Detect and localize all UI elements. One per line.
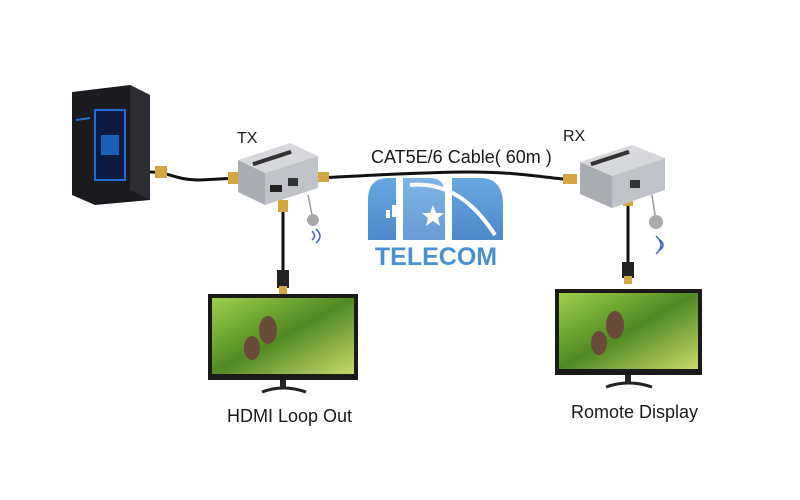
rx-ir-sensor: [649, 215, 664, 255]
tx-unit: [238, 143, 318, 205]
rx-label: RX: [563, 128, 586, 145]
wireless-icon: [655, 235, 664, 255]
hn-telecom-logo: [368, 178, 503, 240]
hdmi-loop-out-label: HDMI Loop Out: [227, 406, 353, 426]
loop-out-monitor: [208, 294, 358, 394]
remote-display-monitor: [555, 289, 702, 389]
pc-tower: [72, 85, 150, 205]
rx-unit: [580, 145, 665, 208]
cat-cable: [317, 170, 576, 182]
cable-label: CAT5E/6 Cable( 60m ): [371, 147, 552, 167]
tx-label: TX: [237, 130, 258, 147]
tx-ir-cable: [307, 194, 313, 216]
rx-ir-cable: [651, 194, 656, 216]
logo-text: TELECOM: [375, 243, 497, 271]
remote-display-label: Romote Display: [571, 402, 699, 422]
wireless-icon: [311, 228, 321, 244]
tx-ir-sensor: [307, 214, 321, 244]
